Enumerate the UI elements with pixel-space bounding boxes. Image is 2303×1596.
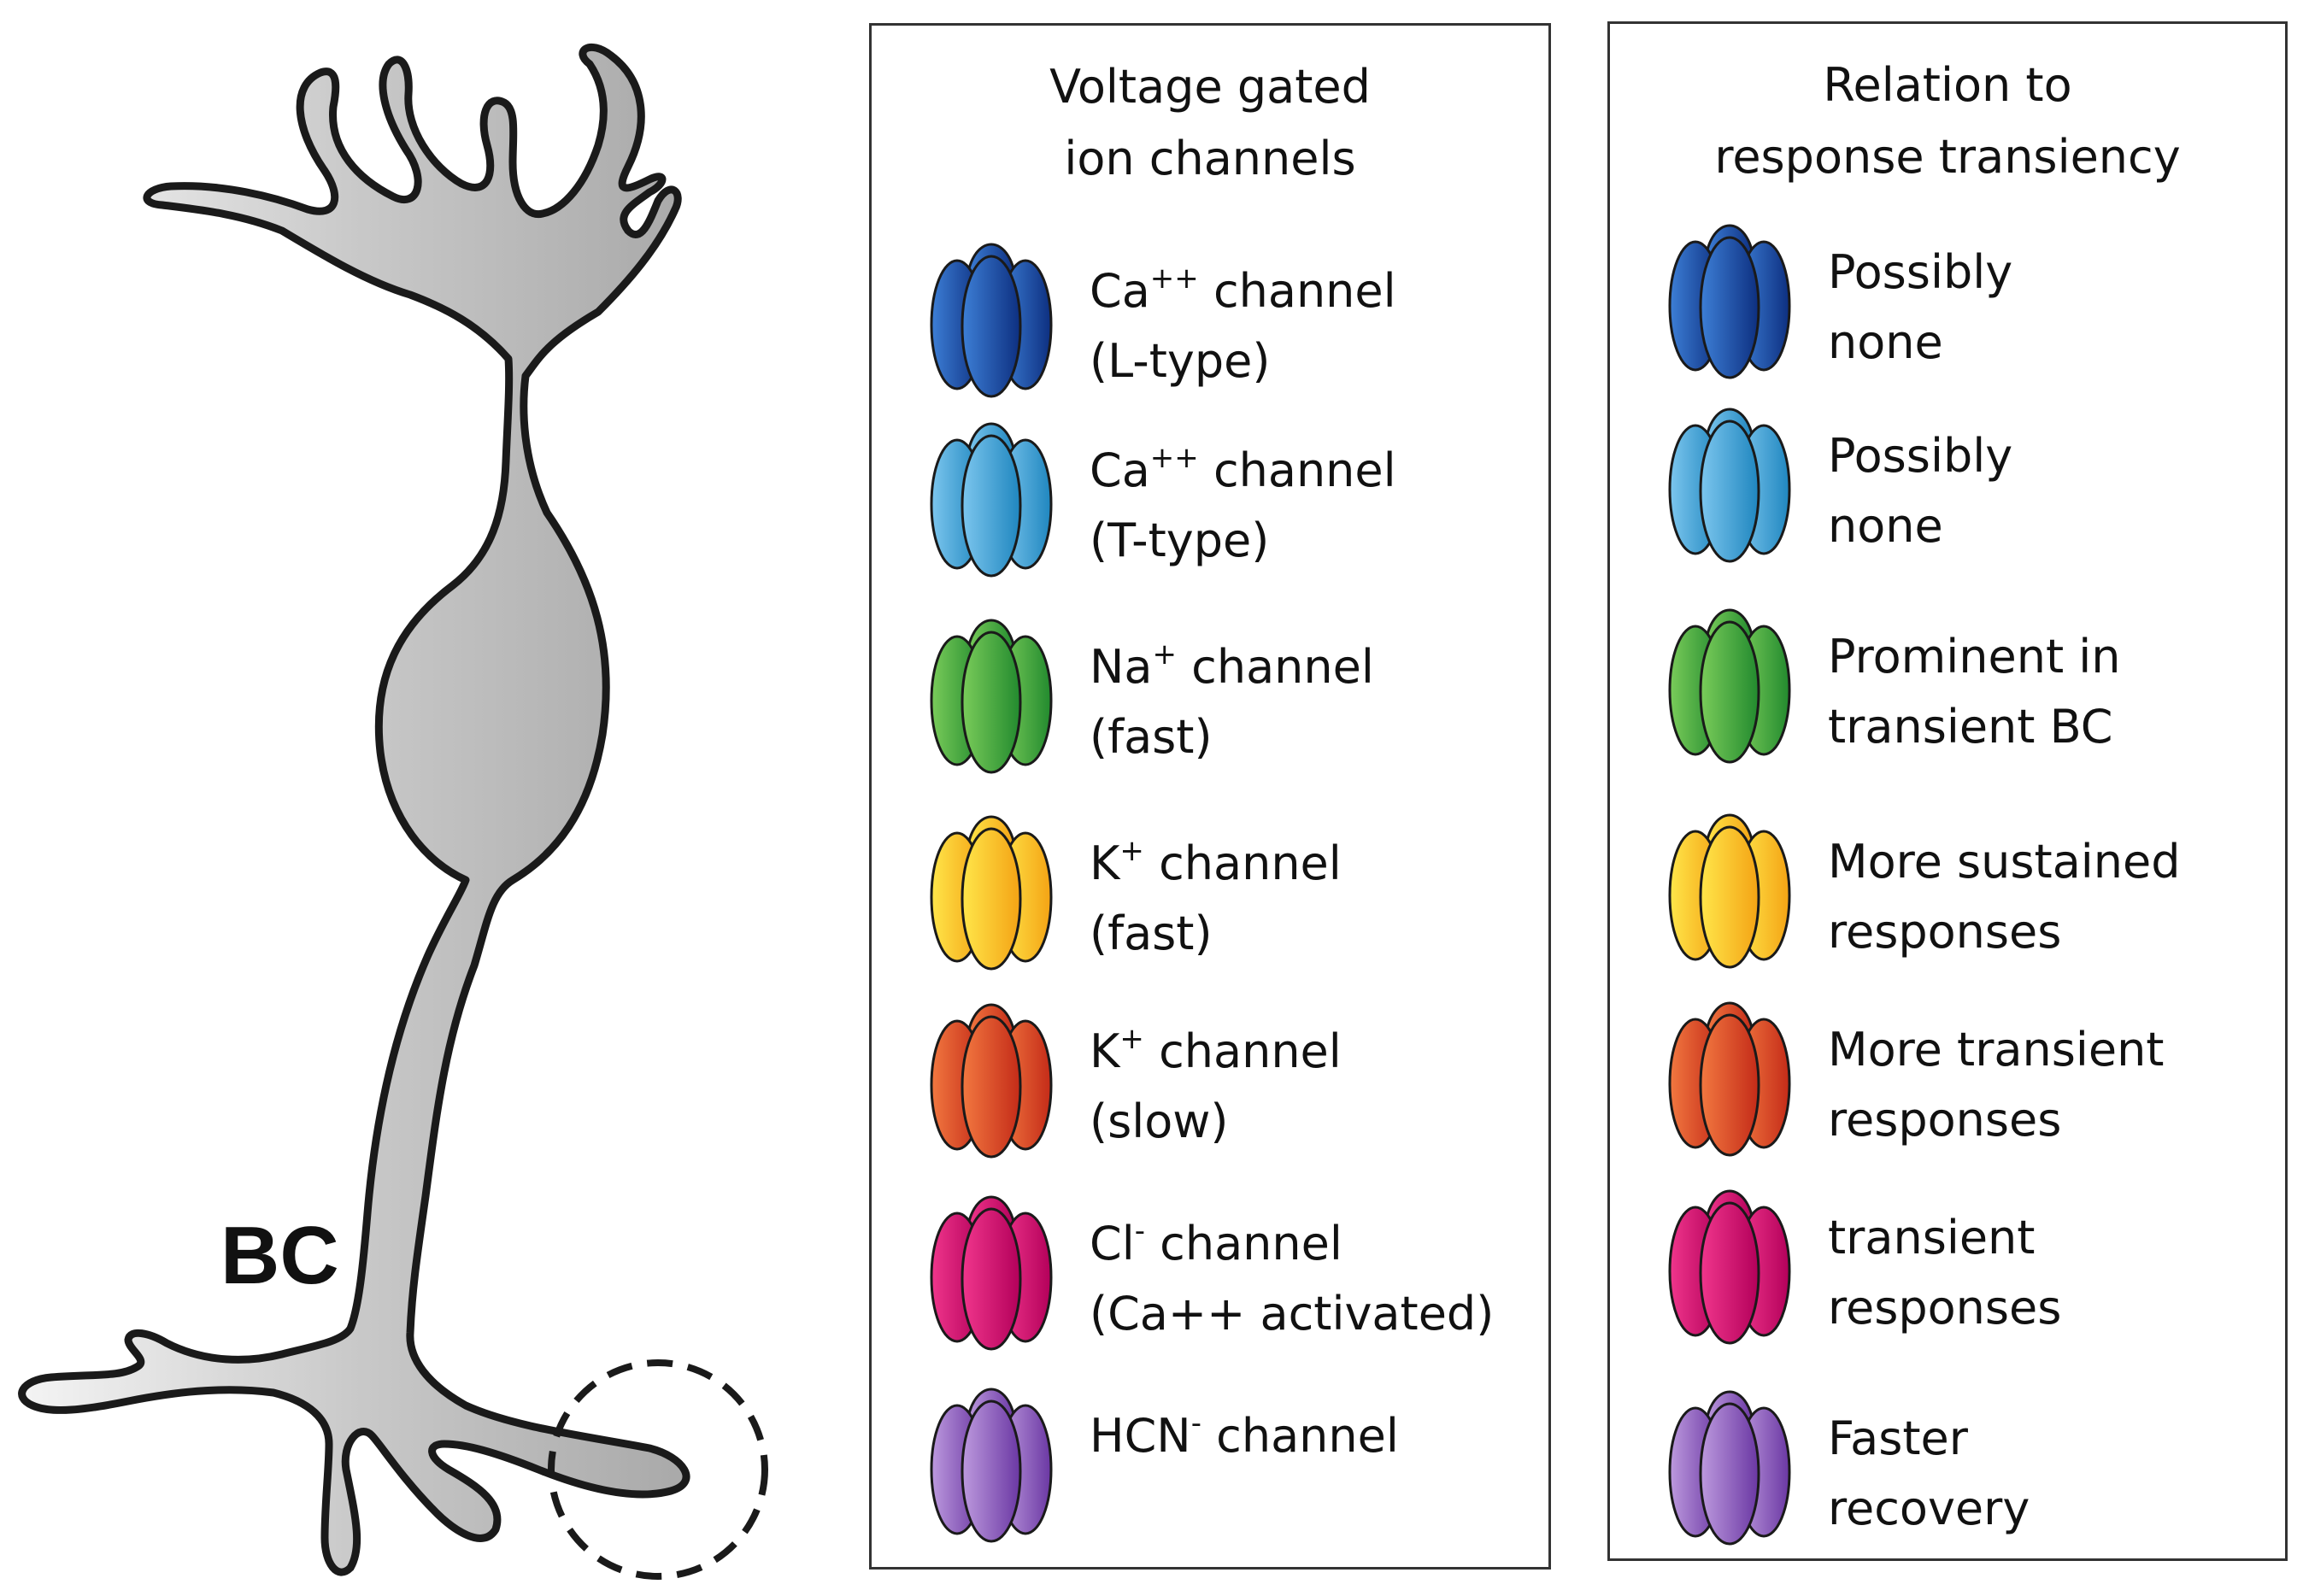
- ion-channel-icon: [1668, 1001, 1791, 1157]
- channel-subtype: (fast): [1090, 907, 1213, 960]
- ion-channel-icon: [930, 243, 1053, 398]
- channel-row: Ca++ channel (T-type): [872, 419, 1548, 590]
- channel-label: HCN- channel: [1090, 1401, 1399, 1471]
- channel-row: Na+ channel (fast): [872, 615, 1548, 786]
- channel-label: K+ channel (fast): [1090, 829, 1342, 969]
- ion-channel-icon: [930, 1195, 1053, 1351]
- channel-name: Cl- channel: [1090, 1214, 1342, 1270]
- ion-channel-icon: [930, 815, 1053, 971]
- ion-channel-icon: [1668, 813, 1791, 969]
- ion-channel-icon: [930, 422, 1053, 578]
- channel-subtype: (slow): [1090, 1094, 1229, 1148]
- ion-channel-icon: [1668, 608, 1791, 764]
- channel-subtype: (L-type): [1090, 334, 1271, 388]
- dashed-highlight-circle: [548, 1359, 768, 1580]
- channel-name: Ca++ channel: [1090, 261, 1396, 318]
- channel-label: Ca++ channel (L-type): [1090, 256, 1396, 396]
- channel-subtype: (Ca++ activated): [1090, 1287, 1495, 1341]
- channel-label: Ca++ channel (T-type): [1090, 436, 1396, 576]
- response-transiency-panel: Relation to response transiency Possibly…: [1607, 21, 2288, 1561]
- cell-label-bc: BC: [220, 1210, 339, 1301]
- channel-row: HCN- channel: [872, 1384, 1548, 1555]
- channel-row: K+ channel (fast): [872, 812, 1548, 983]
- bipolar-cell-illustration: [18, 44, 768, 1580]
- bipolar-cell-body: [18, 44, 690, 1576]
- ion-channel-icon: [1668, 1390, 1791, 1546]
- channel-subtype: (T-type): [1090, 513, 1270, 567]
- relation-panel-title: Relation to response transiency: [1714, 58, 2181, 184]
- channel-name: K+ channel: [1090, 1022, 1342, 1078]
- ion-channel-icon: [1668, 408, 1791, 563]
- ion-channel-icon: [930, 619, 1053, 774]
- channels-panel-title: Voltage gated ion channels: [1049, 60, 1371, 185]
- channel-subtype: (fast): [1090, 710, 1213, 764]
- ion-channel-icon: [930, 1003, 1053, 1159]
- channel-name: K+ channel: [1090, 834, 1342, 890]
- ion-channel-icon: [1668, 1189, 1791, 1345]
- ion-channel-icon: [1668, 224, 1791, 379]
- channel-row: K+ channel (slow): [872, 1000, 1548, 1171]
- ion-channel-icon: [930, 1388, 1053, 1543]
- channel-label: K+ channel (slow): [1090, 1017, 1342, 1157]
- voltage-gated-channels-panel: Voltage gated ion channels Ca++ channel (…: [869, 23, 1551, 1570]
- channel-row: Cl- channel (Ca++ activated): [872, 1192, 1548, 1363]
- channel-label: Na+ channel (fast): [1090, 632, 1374, 772]
- channel-name: Ca++ channel: [1090, 441, 1396, 497]
- channel-name: HCN- channel: [1090, 1406, 1399, 1463]
- channel-name: Na+ channel: [1090, 637, 1374, 694]
- channel-label: Cl- channel (Ca++ activated): [1090, 1209, 1494, 1349]
- channel-row: Ca++ channel (L-type): [872, 239, 1548, 410]
